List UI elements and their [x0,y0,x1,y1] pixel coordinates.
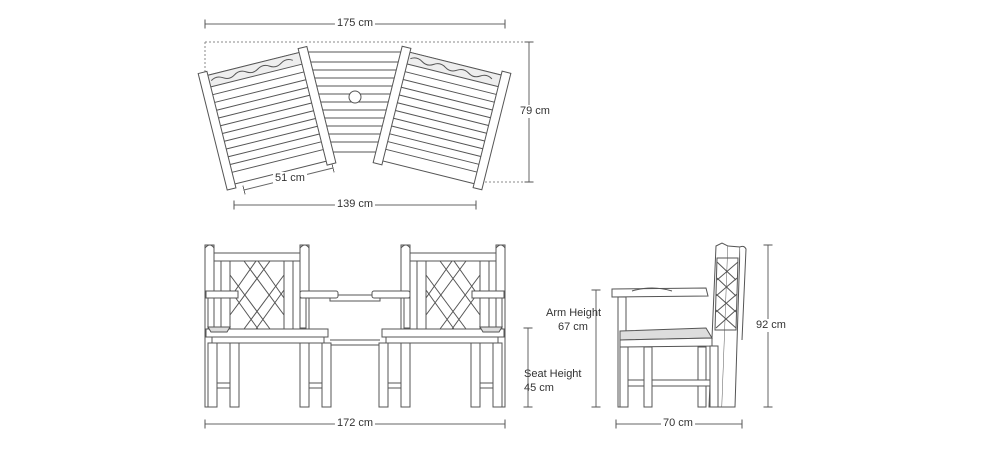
arm-height-title: Arm Height [546,307,602,319]
front-width-label: 172 cm [334,417,376,430]
front-view-right-chair [371,244,506,408]
inner-width-label: 139 cm [334,198,376,211]
top-depth-label: 79 cm [518,105,552,118]
side-depth-label: 70 cm [661,417,695,430]
front-right-lattice [425,260,481,330]
top-view-left-seat [197,45,337,191]
seat-height-title: Seat Height [524,368,582,380]
top-view-centre-table [304,51,404,153]
arm-height-value: 67 cm [558,321,588,333]
top-view [197,19,534,210]
side-arm [611,287,709,298]
top-view-right-seat [372,45,512,191]
front-view [204,244,506,429]
front-view-left-chair [204,244,339,408]
top-width-label: 175 cm [334,17,376,30]
front-view-centre-table [329,294,381,346]
side-view [611,242,773,429]
side-lattice [714,257,739,331]
seat-width-label: 51 cm [273,172,307,185]
seat-height-value: 45 cm [524,382,554,394]
side-height-label: 92 cm [754,319,788,332]
